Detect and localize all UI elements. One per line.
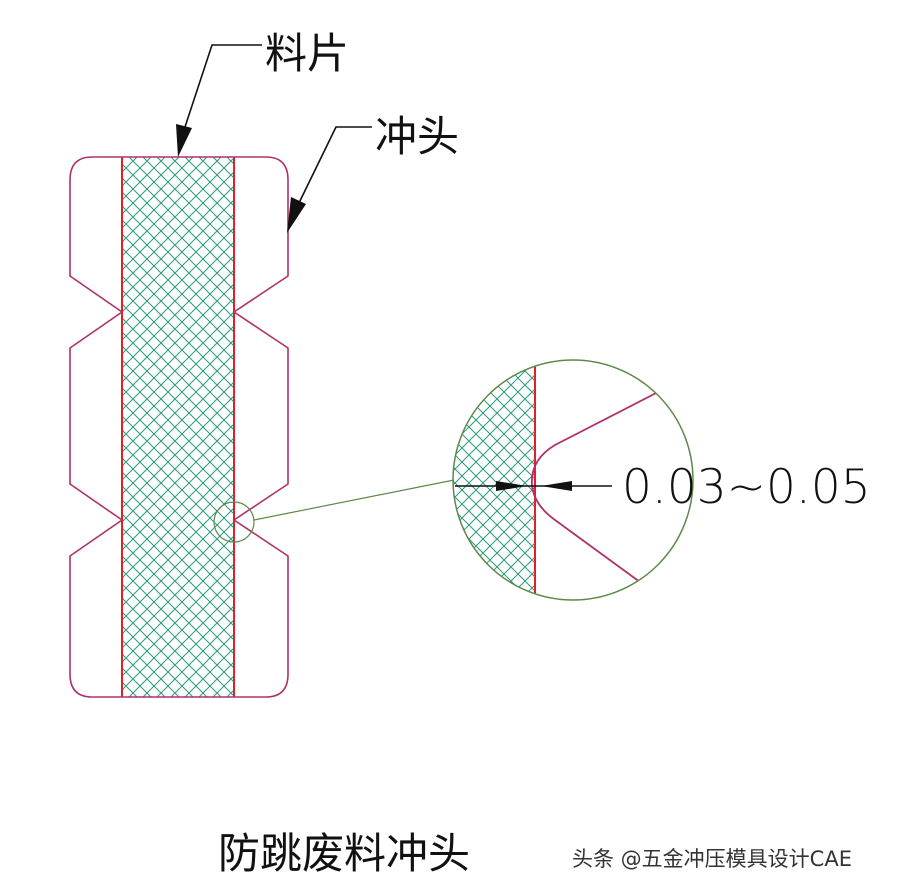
reference-circle xyxy=(213,501,255,543)
punch-outline xyxy=(69,156,289,698)
detail-punch-profile xyxy=(531,389,663,583)
punch-label: 冲头 xyxy=(375,112,459,161)
strip-label: 料片 xyxy=(265,29,349,78)
detail-circle xyxy=(452,359,694,601)
dimension-arrow-left xyxy=(496,481,527,491)
punch-leader-line xyxy=(297,126,372,206)
dimension-arrow-right xyxy=(541,481,572,491)
strip-leader-arrow xyxy=(176,124,192,157)
strip-leader-line xyxy=(183,44,262,131)
punch-leader-arrow xyxy=(287,197,306,233)
dimension-label: 0.03~0.05 xyxy=(622,460,871,515)
detail-connector-line xyxy=(253,479,455,521)
watermark: 头条 @五金冲压模具设计CAE xyxy=(572,847,852,871)
figure-title: 防跳废料冲头 xyxy=(218,829,470,878)
strip-hatch xyxy=(122,157,234,697)
